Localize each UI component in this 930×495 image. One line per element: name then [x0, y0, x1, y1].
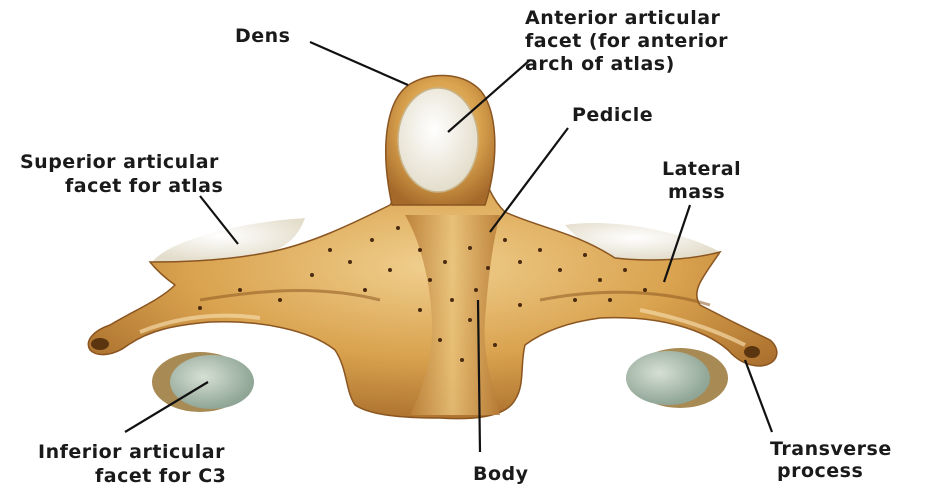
- pedicle-leader: [490, 128, 568, 232]
- label-transverse-process: Transverse process: [770, 438, 899, 482]
- label-lateral-mass: Lateral mass: [662, 158, 748, 203]
- dens-leader: [310, 42, 408, 85]
- dens: [386, 75, 495, 205]
- label-superior-facet: Superior articular facet for atlas: [20, 151, 226, 197]
- label-inferior-facet: Inferior articular facet for C3: [38, 441, 232, 487]
- left-inferior-facet: [152, 352, 254, 412]
- label-anterior-facet: Anterior articular facet (for anterior a…: [525, 7, 735, 75]
- label-pedicle: Pedicle: [572, 104, 653, 126]
- right-inferior-facet: [626, 348, 728, 408]
- anterior-articular-facet: [398, 88, 478, 192]
- transverse-process-leader: [745, 360, 772, 432]
- label-body: Body: [473, 463, 529, 485]
- left-transverse-foramen: [91, 338, 109, 350]
- label-dens: Dens: [235, 25, 291, 47]
- right-transverse-foramen: [744, 346, 760, 358]
